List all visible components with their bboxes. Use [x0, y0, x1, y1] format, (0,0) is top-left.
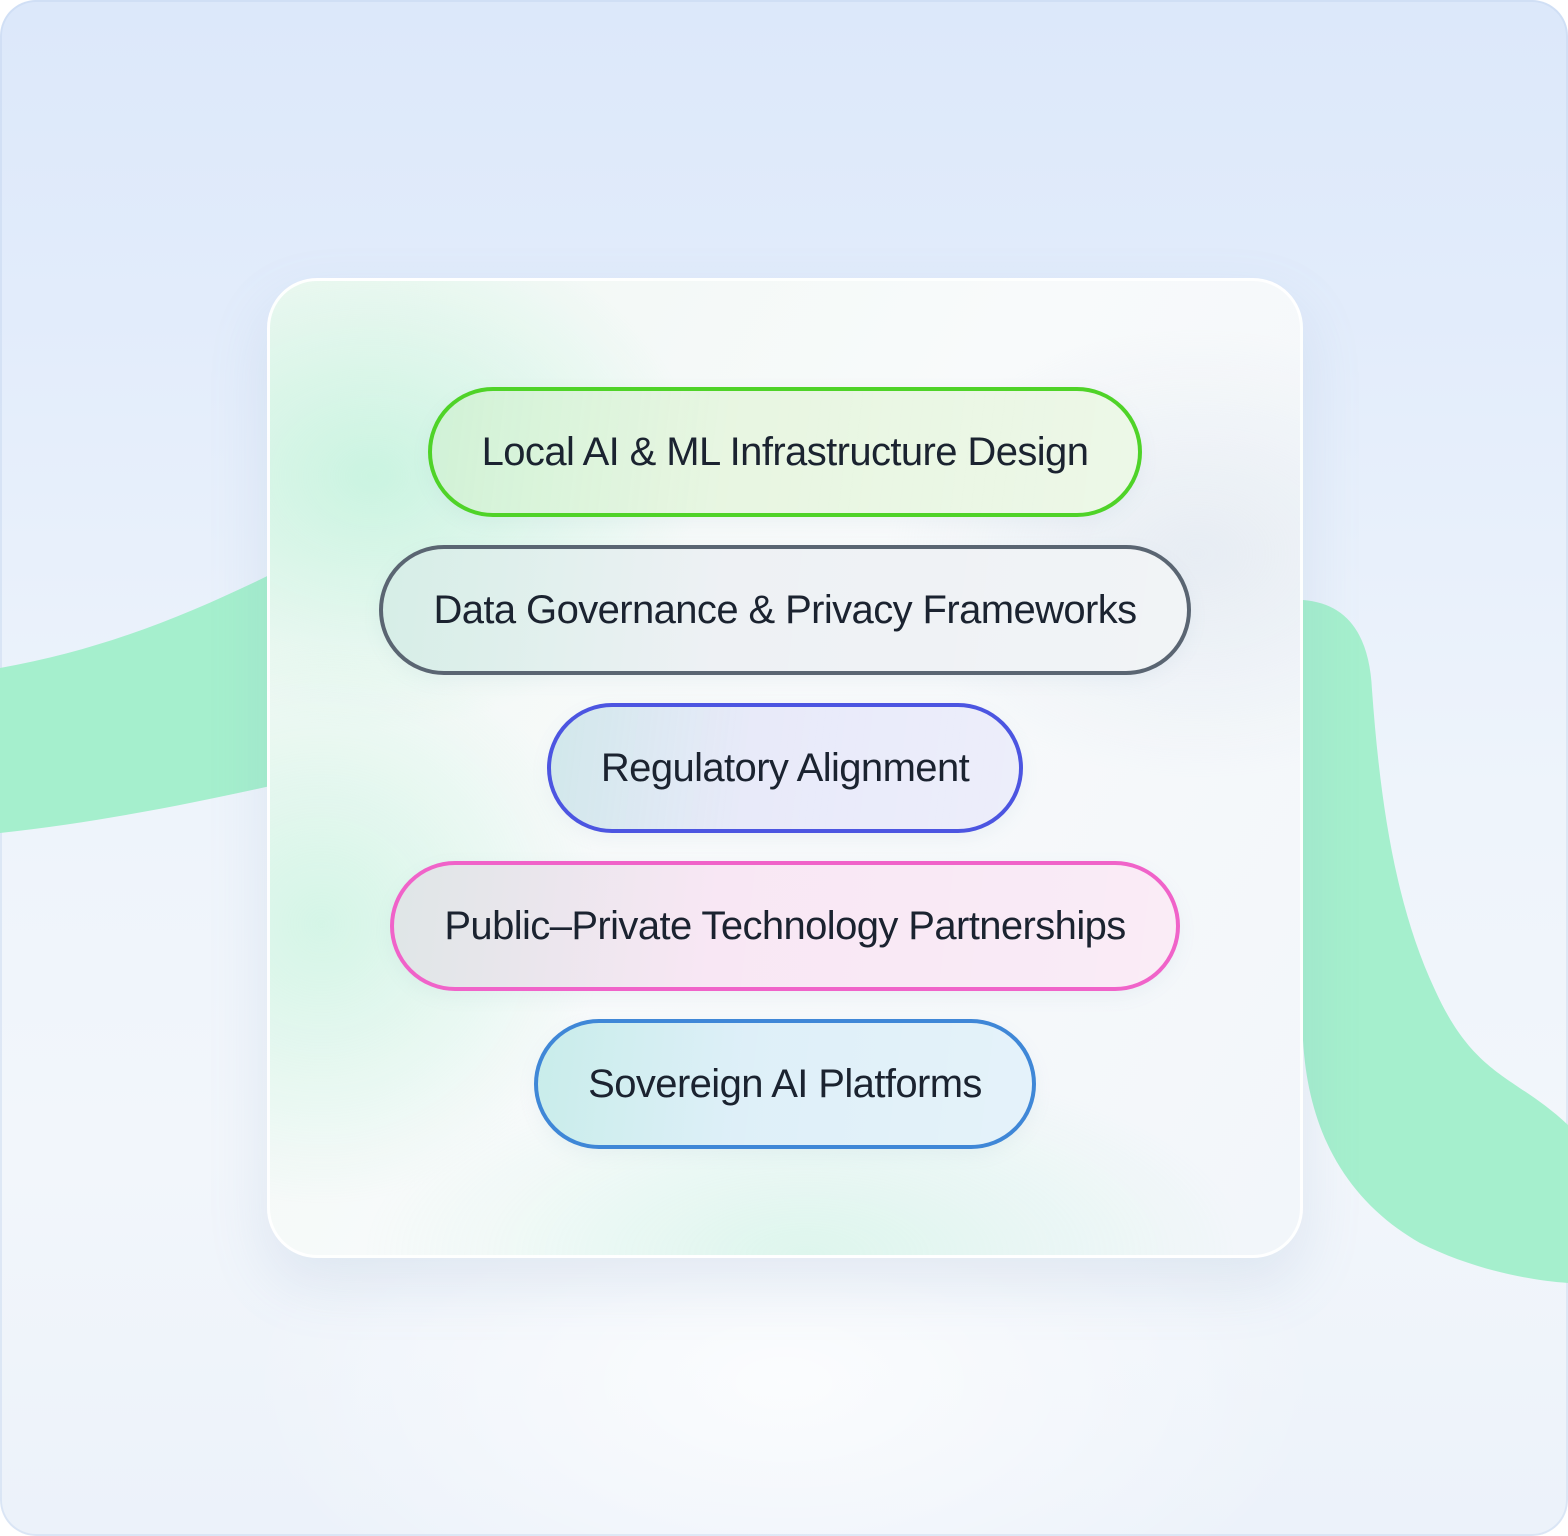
pill-label-regulatory-alignment: Regulatory Alignment — [600, 746, 970, 790]
pill-label-data-governance-privacy-frameworks: Data Governance & Privacy Frameworks — [433, 588, 1137, 632]
pill-regulatory-alignment: Regulatory Alignment — [546, 703, 1024, 833]
glass-card: Local AI & ML Infrastructure Design Data… — [267, 278, 1303, 1258]
pill-label-local-ai-ml-infrastructure-design: Local AI & ML Infrastructure Design — [481, 430, 1089, 474]
pill-sovereign-ai-platforms: Sovereign AI Platforms — [534, 1019, 1036, 1149]
ribbon-right-band — [1303, 600, 1568, 1283]
pill-data-governance-privacy-frameworks: Data Governance & Privacy Frameworks — [379, 545, 1191, 675]
pill-public-private-technology-partnerships: Public–Private Technology Partnerships — [390, 861, 1180, 991]
pill-label-sovereign-ai-platforms: Sovereign AI Platforms — [588, 1062, 982, 1106]
pill-local-ai-ml-infrastructure-design: Local AI & ML Infrastructure Design — [427, 387, 1143, 517]
pill-label-public-private-technology-partnerships: Public–Private Technology Partnerships — [444, 904, 1126, 948]
